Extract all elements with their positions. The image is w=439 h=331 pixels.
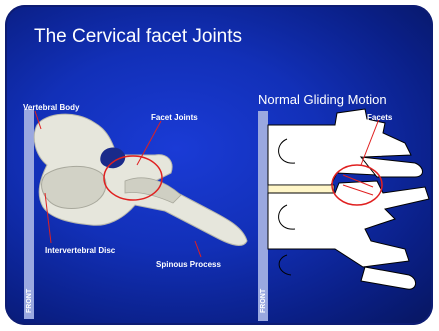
vertebra-illustration	[34, 114, 247, 245]
label-front-right: FRONT	[260, 289, 267, 313]
gliding-motion-schematic	[268, 109, 429, 289]
label-facet-joints: Facet Joints	[151, 113, 198, 122]
front-bar-left	[24, 109, 34, 319]
label-facets: Facets	[367, 113, 392, 122]
right-panel-title: Normal Gliding Motion	[258, 92, 387, 107]
label-intervertebral-disc: Intervertebral Disc	[45, 246, 115, 255]
leader-spinous-process	[195, 241, 201, 257]
label-spinous-process: Spinous Process	[156, 260, 221, 269]
slide: The Cervical facet Joints Normal Gliding…	[5, 5, 433, 325]
slide-graphics	[5, 5, 433, 325]
label-front-left: FRONT	[26, 289, 33, 313]
label-vertebral-body: Vertebral Body	[23, 103, 79, 112]
slide-title: The Cervical facet Joints	[34, 26, 242, 48]
